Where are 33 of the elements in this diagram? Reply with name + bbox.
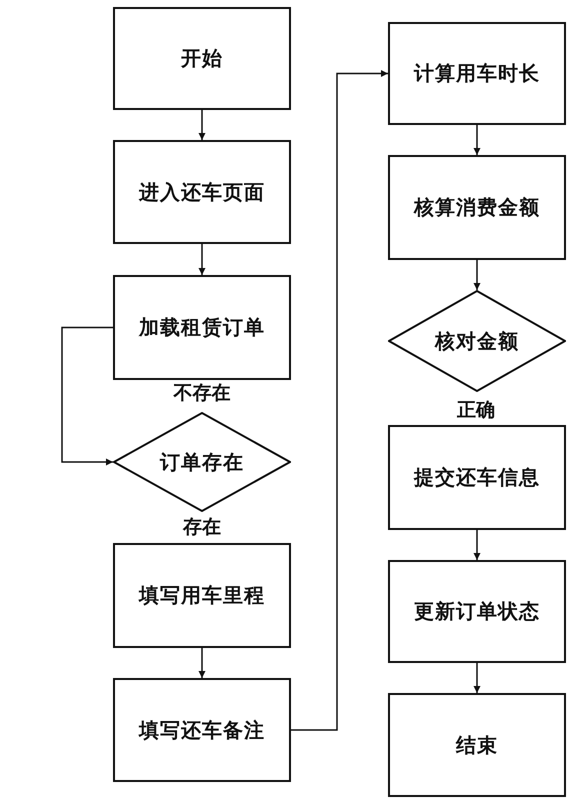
process-box: [113, 275, 291, 380]
node-text: 核对金额: [435, 328, 519, 354]
node-text: 更新订单状态: [414, 598, 540, 625]
process-box: [388, 560, 566, 663]
process-box: [113, 678, 291, 782]
arrow: [474, 530, 480, 560]
arrow: [61, 326, 113, 466]
process-box: [388, 155, 566, 260]
arrow: [474, 260, 480, 290]
process-box: [113, 543, 291, 648]
arrow: [198, 648, 206, 678]
process-box: [388, 22, 566, 125]
node-text: 结束: [456, 732, 498, 758]
decision-diamond: [388, 290, 566, 392]
node-text: 计算用车时长: [414, 60, 540, 87]
process-box: [113, 140, 291, 244]
arrow: [198, 110, 206, 140]
node-text: 提交还车信息: [414, 464, 540, 491]
process-box: [388, 425, 566, 530]
node-text: 开始: [181, 45, 223, 72]
arrow: [291, 70, 388, 731]
decision-diamond: [113, 412, 291, 512]
process-box: [388, 693, 566, 797]
arrow: [474, 663, 480, 693]
node-text: 核算消费金额: [414, 194, 540, 221]
node-text: 填写还车备注: [139, 716, 265, 744]
node-text: 填写用车里程: [139, 582, 265, 609]
node-text: 订单存在: [160, 448, 244, 476]
node-text: 加载租赁订单: [139, 314, 265, 341]
node-text: 进入还车页面: [139, 178, 265, 206]
arrow: [474, 125, 480, 155]
arrow: [198, 244, 206, 275]
process-box: [113, 7, 291, 110]
